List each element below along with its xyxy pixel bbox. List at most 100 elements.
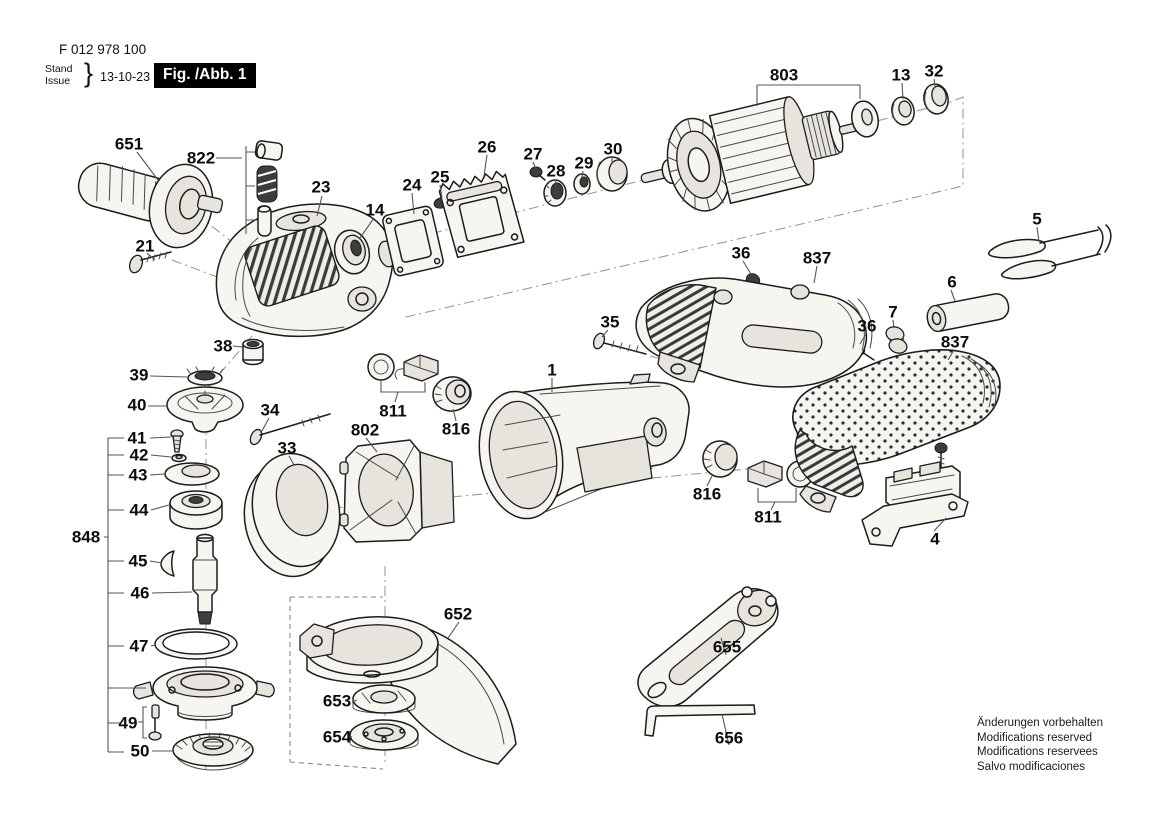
part-27-screw xyxy=(529,166,546,181)
part-bearing-flange xyxy=(132,666,275,721)
part-39-washer xyxy=(186,366,224,386)
part-26-bearing-flange xyxy=(438,170,525,259)
callout-811: 811 xyxy=(379,401,407,421)
callout-49: 49 xyxy=(118,713,138,733)
part-34-screw xyxy=(249,413,331,446)
part-811-brush-holder-left xyxy=(367,353,439,403)
callout-33: 33 xyxy=(277,438,297,458)
part-655-pin-wrench xyxy=(637,586,779,708)
part-822-spring-set xyxy=(245,140,284,237)
callout-43: 43 xyxy=(128,465,148,485)
kit-boundary-box xyxy=(289,596,384,770)
callout-656: 656 xyxy=(714,728,744,748)
stand-issue-label: Stand Issue xyxy=(45,63,73,87)
part-23-gear-housing xyxy=(215,203,397,338)
stand-label: Stand xyxy=(45,63,73,75)
callout-816: 816 xyxy=(441,419,471,439)
part-42-washer xyxy=(171,453,187,463)
callout-29: 29 xyxy=(574,153,594,173)
part-50-bevel-gear xyxy=(172,732,254,771)
part-653-washer xyxy=(352,684,416,714)
part-13-bearing xyxy=(891,96,915,126)
callout-848: 848 xyxy=(71,527,101,547)
part-29-washer xyxy=(573,173,591,195)
callout-7: 7 xyxy=(888,302,898,322)
part-44-bearing xyxy=(169,490,223,530)
part-33-baffle-ring xyxy=(243,452,341,578)
issue-label: Issue xyxy=(45,74,71,87)
part-816-brush-cap-right xyxy=(702,440,738,478)
callout-34: 34 xyxy=(260,400,280,420)
part-654-clamp-nut xyxy=(349,719,419,751)
callout-38: 38 xyxy=(213,336,233,356)
callout-45: 45 xyxy=(128,551,148,571)
part-1-motor-housing xyxy=(478,373,690,520)
bracket-848 xyxy=(104,437,146,753)
callout-30: 30 xyxy=(603,139,623,159)
note-line: Modifications reservees xyxy=(977,746,1098,759)
callout-653: 653 xyxy=(322,691,352,711)
callout-14: 14 xyxy=(365,200,385,220)
part-816-brush-cap-left xyxy=(432,376,472,412)
callout-837: 837 xyxy=(802,248,832,268)
leader-lines xyxy=(136,78,1040,752)
part-24-gasket xyxy=(382,205,444,277)
callout-822: 822 xyxy=(186,148,216,168)
part-652-wheel-guard xyxy=(299,616,517,765)
callout-25: 25 xyxy=(430,167,450,187)
part-45-key xyxy=(160,550,175,577)
callout-42: 42 xyxy=(129,445,149,465)
callout-6: 6 xyxy=(947,272,957,292)
brace-glyph: } xyxy=(84,58,94,88)
callout-24: 24 xyxy=(402,175,422,195)
part-14-bearing xyxy=(333,229,371,275)
callout-47: 47 xyxy=(129,636,149,656)
part-30-coupling xyxy=(596,156,628,192)
callout-23: 23 xyxy=(311,177,331,197)
part-7-clip xyxy=(885,326,908,354)
part-28-washer xyxy=(543,179,567,207)
callout-802: 802 xyxy=(350,420,380,440)
note-line: Modifications reserved xyxy=(977,731,1093,744)
callout-36: 36 xyxy=(857,316,877,336)
part-47-o-ring xyxy=(154,628,238,660)
callout-35: 35 xyxy=(600,312,620,332)
part-41-screw xyxy=(170,429,184,453)
callout-28: 28 xyxy=(546,161,566,181)
part-6-sleeve xyxy=(926,293,1010,333)
part-803-armature xyxy=(640,84,880,212)
callout-803: 803 xyxy=(769,65,799,85)
modification-notes: Änderungen vorbehalten Modifications res… xyxy=(977,716,1103,774)
part-651-side-handle xyxy=(77,162,224,249)
document-number: F 012 978 100 xyxy=(59,42,147,57)
part-43-washer xyxy=(164,462,220,486)
callout-39: 39 xyxy=(129,365,149,385)
callout-837: 837 xyxy=(940,332,970,352)
part-40-fan-disc xyxy=(166,386,244,433)
callout-26: 26 xyxy=(477,137,497,157)
callout-811: 811 xyxy=(754,507,782,527)
callout-46: 46 xyxy=(130,583,150,603)
callout-13: 13 xyxy=(891,65,911,85)
callout-655: 655 xyxy=(712,637,742,657)
part-32-bearing-ring xyxy=(923,83,949,115)
part-802-stator xyxy=(339,439,455,543)
part-35-screw xyxy=(592,332,647,355)
part-4-switch xyxy=(861,442,969,547)
part-5-cable-fork xyxy=(987,224,1112,280)
callout-32: 32 xyxy=(924,61,944,81)
callout-50: 50 xyxy=(130,741,150,761)
note-line: Salvo modificaciones xyxy=(977,760,1086,773)
callout-44: 44 xyxy=(129,500,149,520)
part-837-handle-top xyxy=(635,277,873,388)
callout-652: 652 xyxy=(443,604,473,624)
callout-41: 41 xyxy=(127,428,147,448)
part-38-bushing xyxy=(242,338,264,366)
callout-27: 27 xyxy=(523,144,543,164)
callout-21: 21 xyxy=(135,236,155,256)
note-line: Änderungen vorbehalten xyxy=(977,717,1103,729)
callout-40: 40 xyxy=(127,395,147,415)
callout-651: 651 xyxy=(114,134,144,154)
